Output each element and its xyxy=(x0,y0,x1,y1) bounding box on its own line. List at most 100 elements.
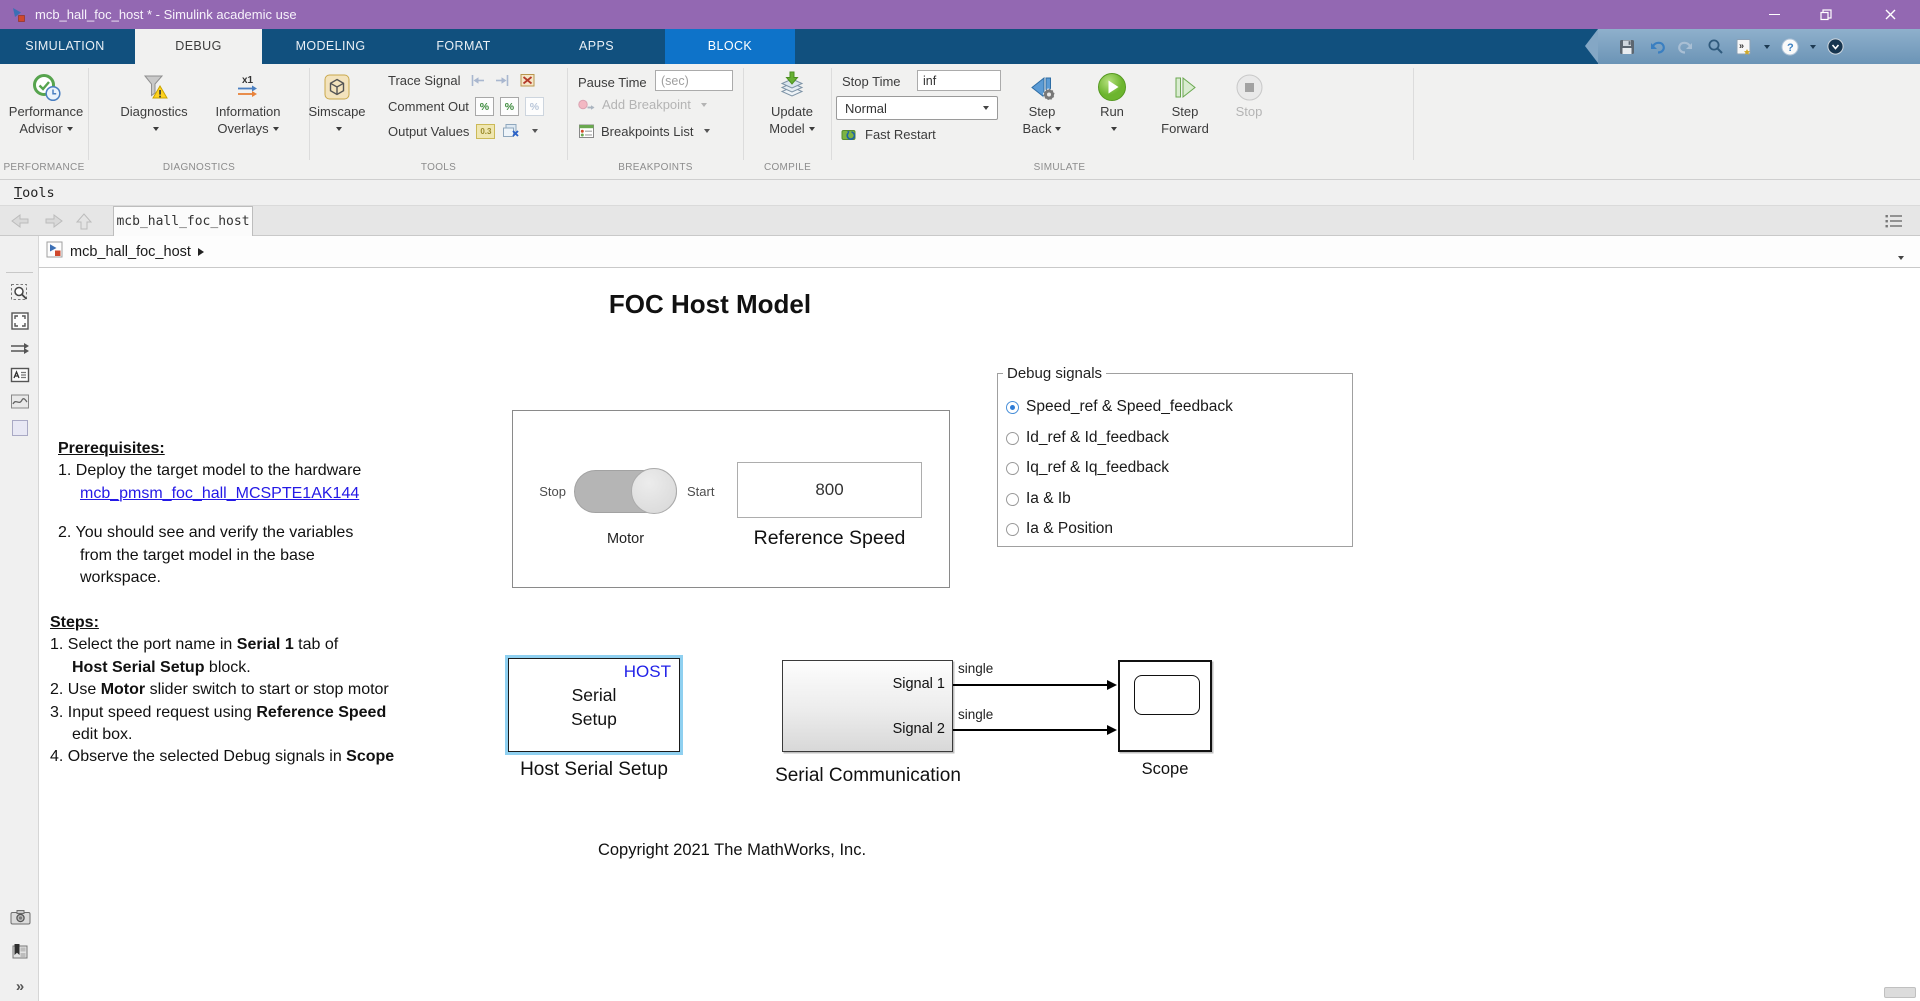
output-value-badge-icon[interactable]: 0.3 xyxy=(476,123,496,139)
host-serial-setup-block[interactable]: HOST Serial Setup xyxy=(508,658,680,752)
dropdown-caret-icon xyxy=(153,127,159,132)
model-tab[interactable]: mcb_hall_foc_host xyxy=(113,206,253,236)
model-canvas[interactable] xyxy=(39,268,1920,1001)
save-icon[interactable] xyxy=(1618,38,1636,56)
add-breakpoint-label: Add Breakpoint xyxy=(602,97,691,112)
performance-advisor-button[interactable]: Performance Advisor xyxy=(6,68,86,160)
section-label-compile: COMPILE xyxy=(763,162,812,173)
tab-simulation[interactable]: SIMULATION xyxy=(25,39,105,53)
remove-output-values-icon[interactable] xyxy=(502,123,521,139)
undo-icon[interactable] xyxy=(1647,39,1666,55)
section-label-tools: TOOLS xyxy=(420,162,457,173)
perspectives-caret-icon[interactable] xyxy=(1764,44,1770,49)
signal1-wire[interactable] xyxy=(953,684,1107,686)
output-values-caret-icon[interactable] xyxy=(532,129,539,133)
profile-icon[interactable] xyxy=(1827,38,1844,55)
breakpoints-list-row[interactable]: Breakpoints List xyxy=(578,123,710,139)
information-overlays-button[interactable]: x1 Information Overlays xyxy=(198,68,298,160)
expand-palette-icon[interactable]: » xyxy=(15,977,25,995)
minimize-button[interactable] xyxy=(1752,0,1796,29)
trace-forward-icon[interactable] xyxy=(494,73,511,88)
radio-icon xyxy=(1006,492,1019,506)
menu-tools[interactable]: Tools xyxy=(14,184,55,201)
motor-switch-knob[interactable] xyxy=(631,468,677,514)
stop-time-input[interactable] xyxy=(917,70,1001,91)
information-overlays-icon: x1 xyxy=(233,70,263,104)
simscape-button[interactable]: Simscape xyxy=(300,68,374,160)
fast-restart-icon xyxy=(841,128,858,142)
fast-restart-row[interactable]: Fast Restart xyxy=(841,127,936,142)
uncomment-icon[interactable]: % xyxy=(524,97,544,116)
radio-option-speed[interactable]: Speed_ref & Speed_feedback xyxy=(1006,397,1233,417)
comment-out-row: Comment Out % % % xyxy=(388,97,544,116)
breakpoints-list-caret-icon xyxy=(703,129,710,133)
breadcrumb-model-name[interactable]: mcb_hall_foc_host xyxy=(70,244,191,260)
group-separator xyxy=(831,68,832,160)
radio-icon xyxy=(1006,461,1019,475)
prerequisites-heading: Prerequisites: xyxy=(58,440,165,457)
reference-speed-edit[interactable]: 800 xyxy=(737,462,922,518)
model-file-icon xyxy=(46,241,63,263)
serial-communication-block[interactable]: Signal 1 Signal 2 xyxy=(782,660,953,752)
comment-through-icon[interactable]: % xyxy=(499,97,519,116)
scope-label: Scope xyxy=(1141,760,1189,778)
trace-back-icon[interactable] xyxy=(469,73,486,88)
remove-trace-icon[interactable] xyxy=(519,72,536,88)
tab-debug[interactable]: DEBUG xyxy=(135,29,262,64)
svg-text:?: ? xyxy=(1787,42,1794,54)
nav-up-icon[interactable] xyxy=(74,212,94,232)
tab-format[interactable]: FORMAT xyxy=(436,39,491,53)
radio-option-id[interactable]: Id_ref & Id_feedback xyxy=(1006,428,1169,448)
section-label-diagnostics: DIAGNOSTICS xyxy=(162,162,236,173)
scope-block[interactable] xyxy=(1118,660,1212,752)
diagnostics-button[interactable]: Diagnostics xyxy=(114,68,194,160)
perspectives-icon[interactable]: » xyxy=(1735,38,1753,56)
screenshot-icon[interactable] xyxy=(9,906,31,928)
tab-modeling[interactable]: MODELING xyxy=(295,39,366,53)
search-icon[interactable] xyxy=(1707,38,1724,55)
comment-out-icon[interactable]: % xyxy=(474,97,494,116)
zoom-region-icon[interactable] xyxy=(9,282,31,304)
radio-option-iq[interactable]: Iq_ref & Iq_feedback xyxy=(1006,458,1169,478)
annotation-icon[interactable] xyxy=(9,364,31,386)
trace-signal-label: Trace Signal xyxy=(388,72,461,88)
signal2-wire[interactable] xyxy=(953,729,1107,731)
nav-back-icon[interactable] xyxy=(10,212,32,230)
group-separator xyxy=(743,68,744,160)
image-annotation-icon[interactable] xyxy=(9,390,31,412)
library-browser-icon[interactable] xyxy=(9,940,31,962)
simscape-icon xyxy=(322,70,352,104)
pause-time-input[interactable] xyxy=(655,70,733,91)
restore-button[interactable] xyxy=(1804,0,1848,29)
help-icon[interactable]: ? xyxy=(1781,38,1799,56)
tab-list-icon[interactable] xyxy=(1884,213,1904,234)
group-separator xyxy=(309,68,310,160)
scope-screen-icon xyxy=(1134,675,1200,715)
run-button[interactable]: Run xyxy=(1080,68,1144,160)
signal1-arrowhead-icon xyxy=(1107,680,1117,690)
help-caret-icon[interactable] xyxy=(1810,44,1816,49)
step-forward-button[interactable]: Step Forward xyxy=(1148,68,1222,160)
breadcrumb-dropdown-icon[interactable] xyxy=(1898,249,1904,267)
radio-option-iaib[interactable]: Ia & Ib xyxy=(1006,489,1071,509)
step-back-button[interactable]: Step Back xyxy=(1008,68,1076,160)
add-breakpoint-row[interactable]: Add Breakpoint xyxy=(578,97,707,112)
viewer-area-icon[interactable] xyxy=(9,417,31,439)
radio-option-iapos[interactable]: Ia & Position xyxy=(1006,519,1113,539)
nav-forward-icon[interactable] xyxy=(42,212,64,230)
signal-routing-icon[interactable] xyxy=(9,338,31,360)
fit-to-view-icon[interactable] xyxy=(9,310,31,332)
simulation-mode-select[interactable]: Normal xyxy=(836,96,998,120)
update-model-button[interactable]: Update Model xyxy=(753,68,831,160)
hardware-model-link[interactable]: mcb_pmsm_foc_hall_MCSPTE1AK144 xyxy=(80,484,360,502)
close-button[interactable] xyxy=(1866,0,1914,29)
breadcrumb-arrow-icon[interactable] xyxy=(197,248,204,256)
breakpoints-list-label: Breakpoints List xyxy=(601,123,694,139)
menubar: Tools xyxy=(0,180,1920,206)
redo-icon[interactable] xyxy=(1677,39,1696,55)
stop-button[interactable]: Stop xyxy=(1222,68,1276,160)
tab-apps[interactable]: APPS xyxy=(579,39,614,53)
minimize-icon xyxy=(1768,13,1780,16)
serial-communication-label: Serial Communication xyxy=(775,765,961,786)
tab-block[interactable]: BLOCK xyxy=(665,29,795,64)
